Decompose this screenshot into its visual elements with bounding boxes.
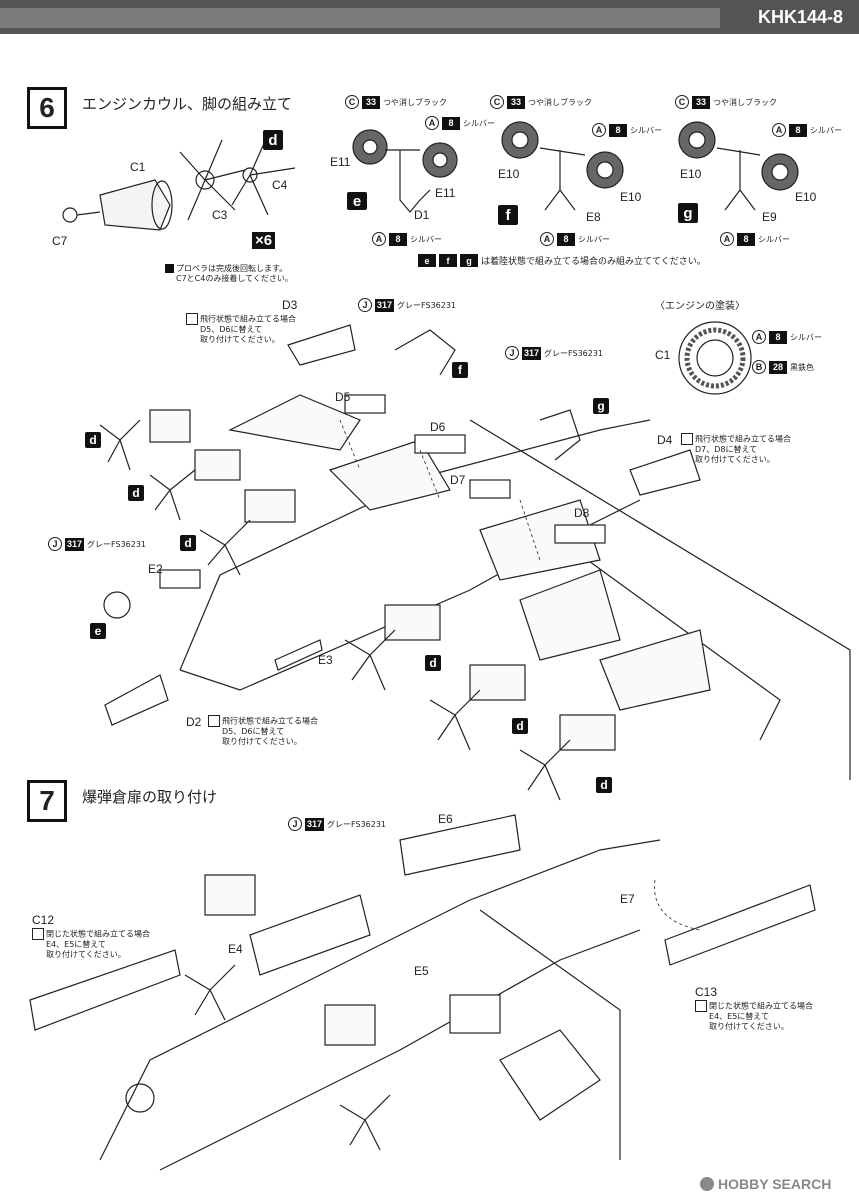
callout-d-6: d: [596, 777, 612, 793]
part-d1: D1: [414, 208, 430, 222]
header-accent: [0, 8, 720, 28]
callout-d-1: d: [85, 432, 101, 448]
engine-count: ×6: [252, 232, 276, 249]
step7-title: 爆弾倉扉の取り付け: [82, 788, 218, 806]
part-d2: D2: [186, 715, 202, 729]
c13-note: 閉じた状態で組み立てる場合 E4、E5に替えて 取り付けてください。: [695, 1000, 813, 1032]
engine-note: プロペラは完成後回転します。 C7とC4のみ接着してください。: [165, 264, 293, 284]
part-e10-f2: E10: [620, 190, 642, 204]
engine-paint-part: C1: [655, 348, 671, 362]
part-e9: E9: [762, 210, 777, 224]
badge-e: e: [347, 192, 367, 210]
pencil-icon: [681, 433, 693, 445]
page-code: KHK144-8: [757, 7, 843, 27]
pencil-icon: [32, 928, 44, 940]
engine-cowling-drawing: [62, 129, 296, 231]
badge-f: f: [498, 205, 518, 225]
warning-icon: [165, 264, 174, 273]
part-e7: E7: [620, 892, 635, 906]
callout-d-4: d: [425, 655, 441, 671]
part-c7: C7: [52, 234, 68, 248]
part-e6: E6: [438, 812, 453, 826]
step6-number: 6: [27, 87, 67, 129]
part-d6: D6: [430, 420, 446, 434]
part-d7: D7: [450, 473, 466, 487]
pencil-icon: [208, 715, 220, 727]
aircraft-lower-drawing: [29, 814, 816, 1171]
watermark: HOBBY SEARCH: [700, 1176, 831, 1192]
part-d4: D4: [657, 433, 673, 447]
part-e11-a: E11: [330, 155, 351, 169]
part-c3: C3: [212, 208, 228, 222]
part-e2: E2: [148, 562, 163, 576]
part-e10-g2: E10: [795, 190, 817, 204]
part-c4: C4: [272, 178, 288, 192]
part-c13: C13: [695, 985, 718, 999]
callout-d-3: d: [180, 535, 196, 551]
part-e3: E3: [318, 653, 333, 667]
part-d8: D8: [574, 506, 590, 520]
badge-g: g: [678, 203, 698, 223]
part-c12: C12: [32, 913, 55, 927]
part-c1: C1: [130, 160, 146, 174]
badge-d-engine: d: [263, 130, 283, 150]
part-d5: D5: [335, 390, 351, 404]
gear-e-drawing: [352, 129, 458, 213]
engine-paint-drawing: [678, 321, 752, 395]
part-e8: E8: [586, 210, 601, 224]
part-e11-b: E11: [435, 186, 456, 200]
part-e4: E4: [228, 942, 243, 956]
callout-d-2: d: [128, 485, 144, 501]
part-e5: E5: [414, 964, 429, 978]
step6-title: エンジンカウル、脚の組み立て: [82, 95, 293, 113]
step7-number: 7: [27, 780, 67, 822]
hobby-search-logo-icon: [700, 1177, 714, 1191]
pencil-icon: [695, 1000, 707, 1012]
callout-e: e: [90, 623, 106, 639]
assembly-drawing: [29, 121, 851, 1171]
gear-f-drawing: [501, 121, 624, 211]
pencil-icon: [186, 313, 198, 325]
d3-note: 飛行状態で組み立てる場合 D5、D6に替えて 取り付けてください。: [186, 313, 296, 345]
aircraft-upper-drawing: [99, 324, 851, 801]
callout-g: g: [593, 398, 609, 414]
header-bar: KHK144-8: [0, 0, 859, 34]
callout-f: f: [452, 362, 468, 378]
engine-paint-title: 〈エンジンの塗装〉: [655, 301, 745, 312]
part-d3: D3: [282, 298, 298, 312]
gear-g-drawing: [678, 121, 799, 211]
callout-d-5: d: [512, 718, 528, 734]
part-e10-g1: E10: [680, 167, 702, 181]
d4-note: 飛行状態で組み立てる場合 D7、D8に替えて 取り付けてください。: [681, 433, 791, 465]
c12-note: 閉じた状態で組み立てる場合 E4、E5に替えて 取り付けてください。: [32, 928, 150, 960]
part-e10-f1: E10: [498, 167, 520, 181]
d2-note: 飛行状態で組み立てる場合 D5、D6に替えて 取り付けてください。: [208, 715, 318, 747]
